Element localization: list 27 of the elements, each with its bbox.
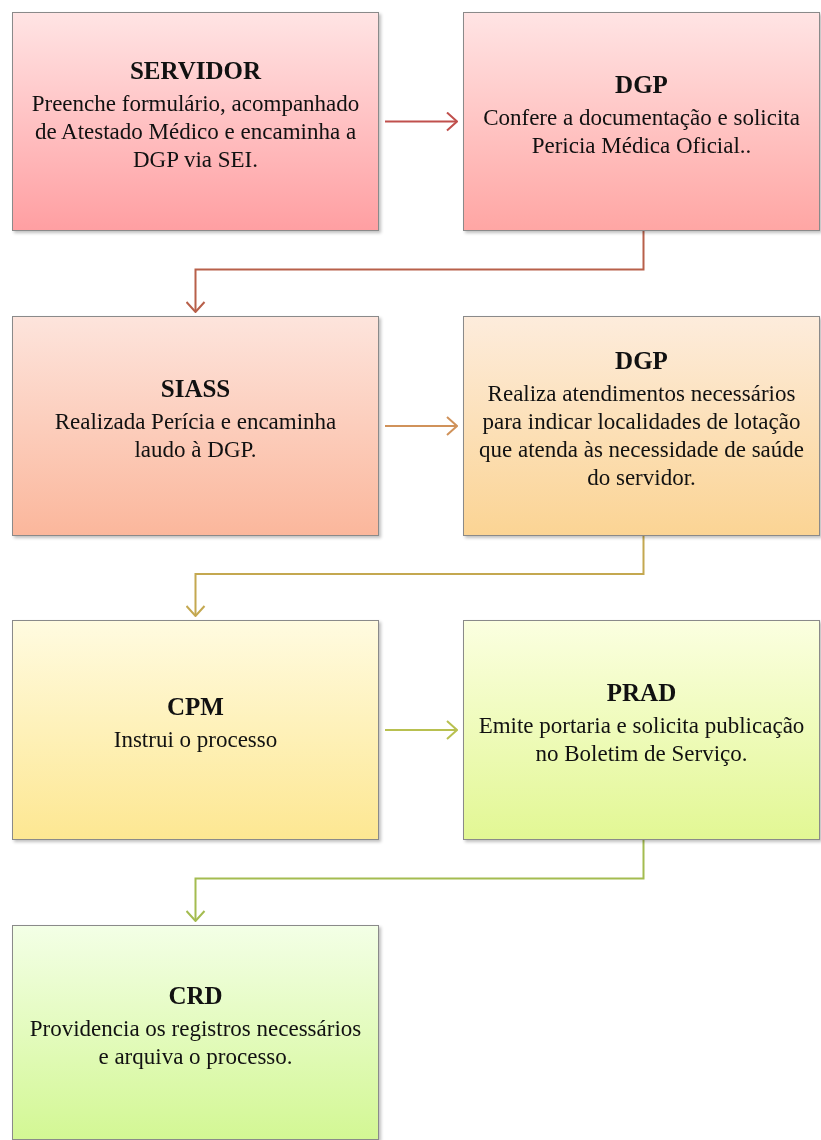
arrow [185,535,645,617]
box-text: Confere a documentação e solicita Pericia Médica Oficial.. [482,103,801,160]
box-heading: DGP [615,346,668,376]
box-heading: PRAD [606,678,677,708]
process-box [12,12,379,231]
process-box [12,620,379,840]
process-box [12,925,379,1140]
process-box [12,316,379,536]
box-text: Emite portaria e solicita publicação no Boletim de Serviço. [478,712,805,768]
box-text: Preenche formulário, acompanhado de Atestado Médico e encaminha a DGP via SEI. [30,89,361,174]
process-box [463,316,820,536]
box-text: Realizada Perícia e encaminha laudo à DGP. [53,408,338,464]
arrow [185,839,645,922]
arrow [384,416,458,436]
box-heading: CRD [168,980,223,1011]
box-heading: CPM [167,692,224,722]
box-text: Instrui o processo [113,726,278,754]
box-heading: SERVIDOR [129,55,262,86]
arrow [185,230,645,313]
arrow [384,720,458,740]
box-text: Providencia os registros necessários e arquiva o processo. [28,1014,363,1071]
arrow [384,111,458,132]
process-box [463,620,820,840]
box-text: Realiza atendimentos necessários para indicar localidades de lotação que atenda às necessidade de saúde do servidor. [478,380,805,492]
box-heading: DGP [615,69,668,100]
box-heading: SIASS [160,374,231,404]
process-box [463,12,820,231]
